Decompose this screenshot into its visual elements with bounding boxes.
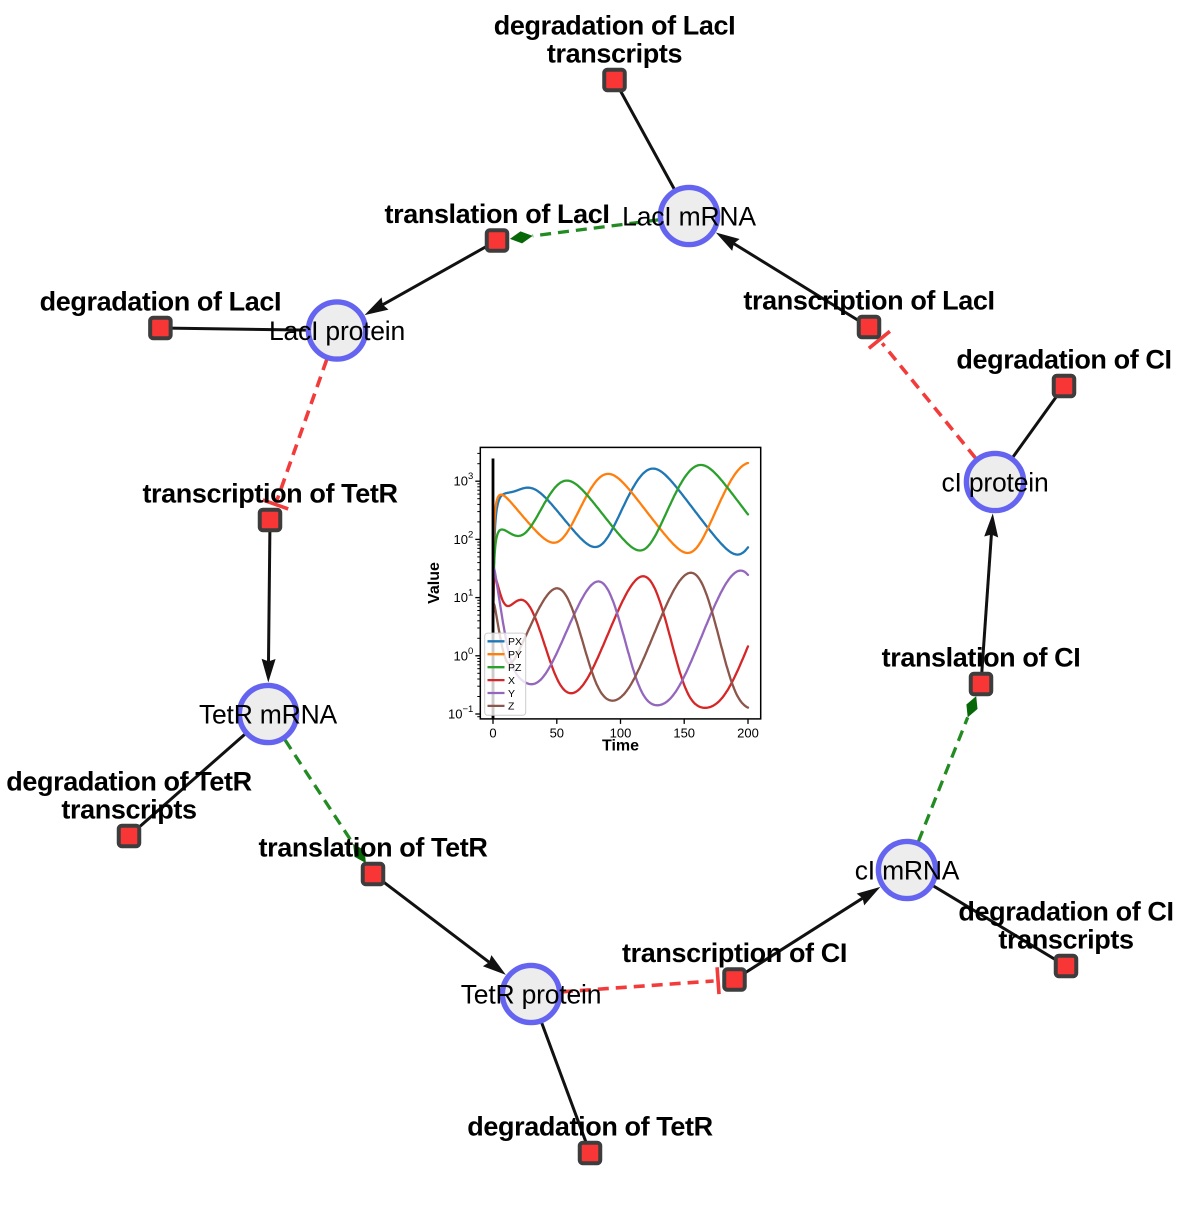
- svg-text:transcription of TetR: transcription of TetR: [142, 479, 397, 509]
- svg-text:transcripts: transcripts: [547, 39, 682, 69]
- svg-text:degradation of TetR: degradation of TetR: [467, 1112, 712, 1142]
- svg-text:0: 0: [489, 725, 496, 740]
- svg-text:degradation of LacI: degradation of LacI: [494, 11, 735, 41]
- svg-text:Time: Time: [602, 738, 639, 755]
- svg-text:LacI protein: LacI protein: [269, 316, 405, 346]
- svg-text:100: 100: [610, 725, 632, 740]
- svg-text:LacI mRNA: LacI mRNA: [622, 202, 756, 232]
- svg-text:cI protein: cI protein: [941, 468, 1048, 498]
- svg-text:translation of LacI: translation of LacI: [385, 199, 610, 229]
- svg-text:TetR protein: TetR protein: [461, 980, 601, 1010]
- svg-text:degradation of CI: degradation of CI: [958, 897, 1173, 927]
- svg-text:TetR mRNA: TetR mRNA: [199, 700, 338, 730]
- svg-text:PZ: PZ: [508, 662, 522, 674]
- svg-text:cI mRNA: cI mRNA: [855, 856, 960, 886]
- svg-text:50: 50: [550, 725, 564, 740]
- svg-text:200: 200: [737, 725, 759, 740]
- svg-text:transcripts: transcripts: [998, 925, 1133, 955]
- svg-text:degradation of TetR: degradation of TetR: [6, 767, 251, 797]
- svg-text:150: 150: [673, 725, 695, 740]
- svg-text:degradation of LacI: degradation of LacI: [40, 287, 281, 317]
- svg-text:transcription of CI: transcription of CI: [622, 938, 847, 968]
- svg-text:translation of TetR: translation of TetR: [259, 833, 488, 863]
- svg-text:Y: Y: [508, 688, 515, 700]
- svg-text:Value: Value: [426, 562, 443, 604]
- svg-text:PY: PY: [508, 649, 522, 661]
- svg-text:Z: Z: [508, 701, 515, 713]
- svg-text:transcription of LacI: transcription of LacI: [743, 286, 994, 316]
- svg-text:degradation of CI: degradation of CI: [956, 345, 1171, 375]
- svg-text:transcripts: transcripts: [61, 795, 196, 825]
- svg-text:translation of CI: translation of CI: [882, 643, 1081, 673]
- svg-text:X: X: [508, 675, 515, 687]
- svg-text:PX: PX: [508, 636, 522, 648]
